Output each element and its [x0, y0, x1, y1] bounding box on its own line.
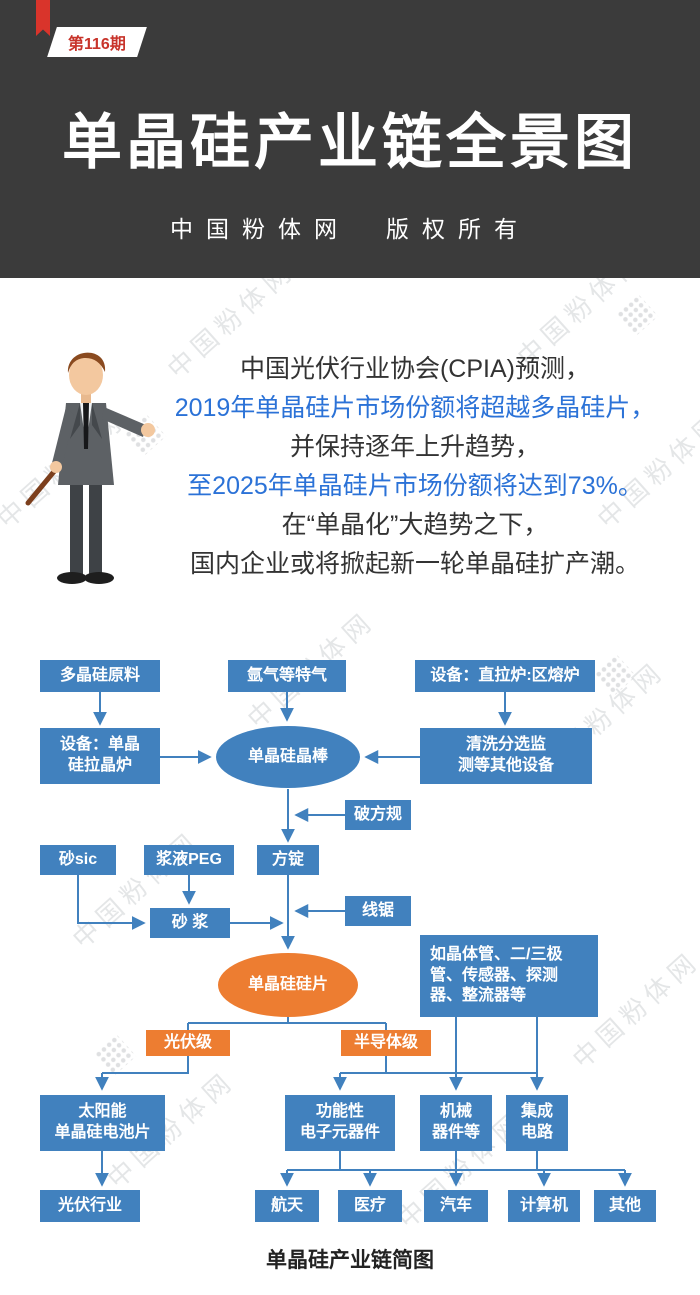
node-computer: 计算机	[508, 1190, 580, 1222]
node-aerospace: 航天	[255, 1190, 319, 1222]
issue-badge: 第116期	[47, 27, 147, 57]
node-others: 其他	[594, 1190, 656, 1222]
node-furnace-equipment: 设备：直拉炉:区熔炉	[415, 660, 595, 692]
node-mono-wafer: 单晶硅硅片	[218, 953, 358, 1017]
copyright-line: 中国粉体网 版权所有	[170, 216, 530, 242]
intro-line: 中国光伏行业协会(CPIA)预测，	[239, 355, 590, 383]
label-pv-grade: 光伏级	[146, 1030, 230, 1056]
intro-line: 至2025年单晶硅片市场份额将达到73%。	[187, 472, 643, 500]
node-integrated-circuit: 集成 电路	[506, 1095, 568, 1151]
page-title: 单晶硅产业链全景图	[62, 109, 638, 176]
node-functional-components: 功能性 电子元器件	[285, 1095, 395, 1151]
node-argon-gases: 氩气等特气	[228, 660, 346, 692]
node-pulling-equipment: 设备：单晶 硅拉晶炉	[40, 728, 160, 784]
node-slurry-peg: 浆液PEG	[144, 845, 234, 875]
node-pv-industry: 光伏行业	[40, 1190, 140, 1222]
intro-line: 2019年单晶硅片市场份额将超越多晶硅片，	[174, 394, 656, 422]
flowchart-caption: 单晶硅产业链简图	[266, 1249, 434, 1272]
node-solar-cell: 太阳能 单晶硅电池片	[40, 1095, 165, 1151]
node-squaring: 破方规	[345, 800, 411, 830]
intro-line: 国内企业或将掀起新一轮单晶硅扩产潮。	[189, 550, 640, 578]
node-wire-saw: 线锯	[345, 896, 411, 926]
intro-paragraph: 中国光伏行业协会(CPIA)预测， 2019年单晶硅片市场份额将超越多晶硅片， …	[140, 350, 690, 584]
node-semiconductor-devices-note: 如晶体管、二/三极 管、传感器、探测 器、整流器等	[420, 935, 598, 1017]
header: 第116期 单晶硅产业链全景图 中国粉体网 版权所有	[0, 0, 700, 278]
node-mechanical-parts: 机械 器件等	[420, 1095, 492, 1151]
node-automotive: 汽车	[424, 1190, 488, 1222]
businessman-icon	[25, 352, 155, 584]
node-square-ingot: 方锭	[257, 845, 319, 875]
node-sand-sic: 砂sic	[40, 845, 116, 875]
node-cleaning-equipment: 清洗分选监 测等其他设备	[420, 728, 592, 784]
intro-line: 并保持逐年上升趋势，	[289, 433, 540, 461]
node-medical: 医疗	[338, 1190, 402, 1222]
node-polysilicon-raw: 多晶硅原料	[40, 660, 160, 692]
issue-badge-label: 第116期	[68, 36, 126, 53]
businessman-illustration	[22, 345, 162, 615]
node-monocrystal-ingot: 单晶硅晶棒	[216, 726, 360, 788]
red-ribbon-icon	[36, 0, 50, 36]
node-mortar: 砂 浆	[150, 908, 230, 938]
intro-line: 在“单晶化”大趋势之下，	[281, 511, 549, 539]
label-semiconductor-grade: 半导体级	[341, 1030, 431, 1056]
